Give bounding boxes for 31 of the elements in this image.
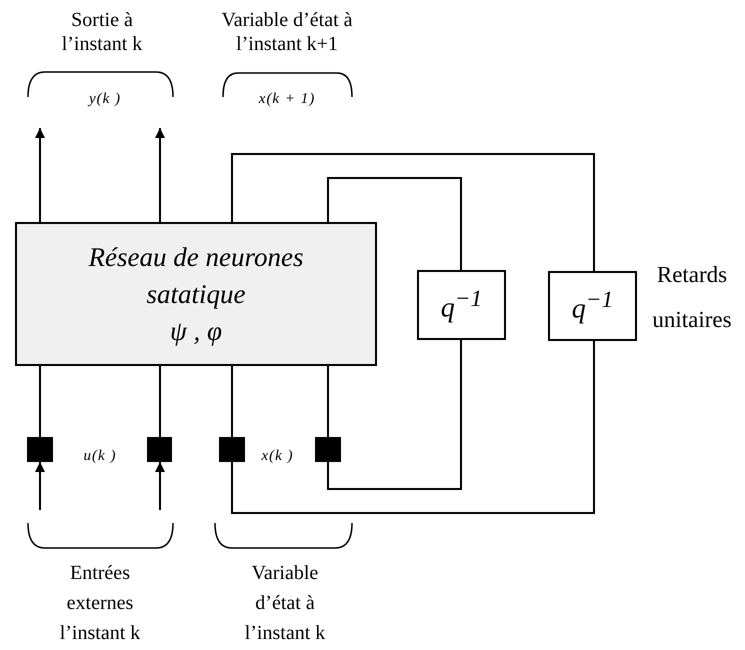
input-square	[219, 437, 245, 462]
delay-box	[548, 271, 637, 341]
connector-line	[327, 340, 462, 490]
connector-line	[231, 153, 595, 271]
arrow	[35, 128, 45, 222]
signal-label: x(k )	[260, 447, 295, 465]
connector-line	[231, 366, 233, 437]
function-symbols: ψ , φ	[170, 314, 222, 348]
arrow	[155, 462, 165, 510]
signal-label: x(k + 1)	[258, 90, 316, 108]
delay-box	[417, 270, 506, 340]
connector-line	[327, 366, 329, 437]
annotation-text: Entrées externes l’instant k	[58, 561, 142, 646]
connector-line	[327, 177, 462, 270]
delay-operator: q$^{−1}$	[572, 286, 614, 326]
annotation-text: Variable d’état à l’instant k	[244, 561, 326, 646]
delay-operator: q$^{−1}$	[440, 286, 482, 324]
input-square	[147, 437, 172, 462]
connector-line	[39, 366, 41, 437]
connector-line	[231, 341, 595, 514]
annotation-text: Sortie à l’instant k	[60, 8, 144, 56]
network-box	[15, 222, 377, 366]
signal-label: u(k )	[82, 447, 118, 465]
arrow	[155, 128, 165, 222]
caption-text: Retards unitaires	[651, 261, 733, 334]
annotation-text: Variable d’état à l’instant k+1	[220, 8, 354, 56]
arrow	[35, 462, 45, 510]
input-square	[27, 437, 53, 462]
input-square	[315, 437, 341, 462]
connector-line	[159, 366, 161, 437]
signal-label: y(k )	[86, 90, 122, 108]
